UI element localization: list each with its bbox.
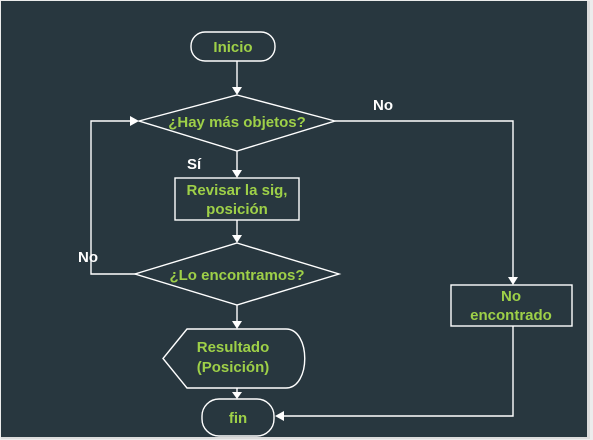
label-no-right: No [373, 97, 393, 114]
arrowhead-not-found-to-end [275, 411, 284, 421]
process-review-next [174, 177, 300, 221]
arrowhead-check-no [508, 277, 518, 285]
flowchart: Inicio ¿Hay más objetos? Revisar la sig,… [78, 31, 573, 437]
decision-more-objects [136, 94, 338, 152]
arrowhead-result-to-end [232, 392, 242, 399]
arrowhead-review-to-found [232, 235, 242, 243]
arrowhead-start-to-check [232, 87, 242, 95]
arrowhead-check-to-review [232, 170, 242, 178]
start-node [190, 31, 276, 62]
start-node-label: Inicio [213, 39, 252, 56]
label-yes: Sí [187, 156, 202, 173]
output-result [162, 328, 306, 389]
arrow-not-found-to-end [282, 326, 514, 417]
arrow-check-no-to-not-found [335, 120, 514, 279]
output-result-line1: Resultado [197, 339, 270, 356]
decision-found-label: ¿Lo encontramos? [169, 267, 304, 284]
arrowhead-loop-no [130, 116, 139, 126]
decision-found [132, 242, 342, 306]
decision-more-objects-label: ¿Hay más objetos? [168, 114, 306, 131]
arrowhead-found-to-result [232, 321, 242, 329]
process-not-found [450, 284, 573, 327]
end-node [201, 398, 275, 437]
loop-no-back-to-check [90, 120, 138, 275]
label-no-left: No [78, 249, 98, 266]
process-review-next-line2: posición [206, 201, 268, 218]
output-result-line2: (Posición) [197, 359, 270, 376]
process-not-found-line2: encontrado [470, 307, 552, 324]
connectors [90, 61, 518, 421]
end-node-label: fin [229, 410, 247, 427]
process-review-next-line1: Revisar la sig, [187, 182, 288, 199]
process-not-found-line1: No [501, 288, 521, 305]
